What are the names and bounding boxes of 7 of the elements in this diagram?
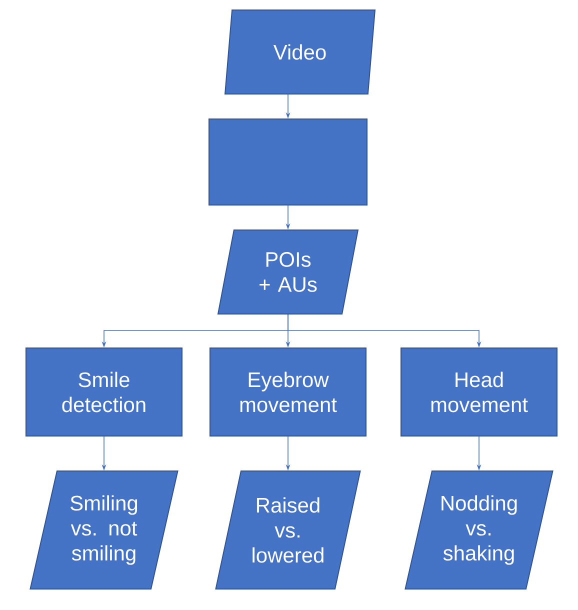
process-box [208,118,368,206]
process-box: Head movement [400,348,558,436]
data-parallelogram: Raised vs. lowered [215,470,361,590]
data-parallelogram: Nodding vs. shaking [404,470,554,590]
process-box: Eyebrow movement [210,348,366,436]
data-parallelogram: Smiling vs. not smiling [30,470,178,590]
process-box: Smile detection [26,348,182,436]
